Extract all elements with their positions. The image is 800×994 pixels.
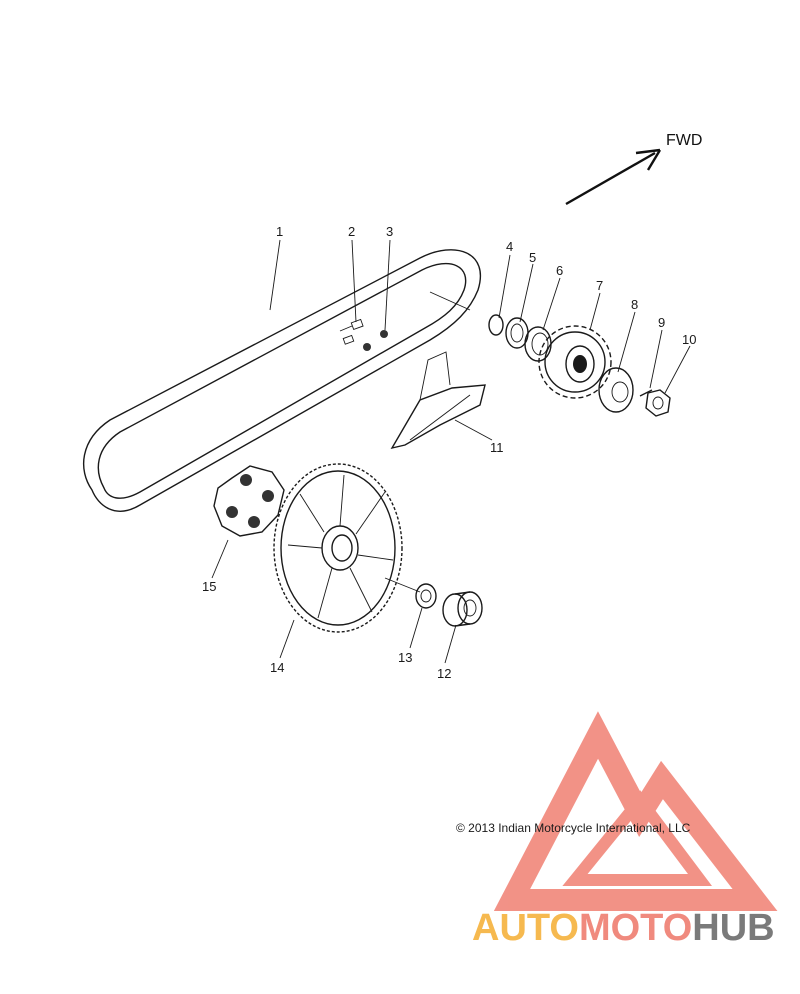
- lock-plate: [598, 367, 634, 413]
- drive-belt: [82, 249, 481, 512]
- screw: [639, 389, 653, 397]
- callout-8: 8: [631, 297, 638, 312]
- callout-9: 9: [658, 315, 665, 330]
- callout-7: 7: [596, 278, 603, 293]
- callout-1: 1: [276, 224, 283, 239]
- watermark-auto: AUTO: [472, 907, 579, 949]
- callout-5: 5: [529, 250, 536, 265]
- callout-10: 10: [682, 332, 696, 347]
- watermark-text: AUTOMOTOHUB: [472, 907, 775, 949]
- rear-pulley: [273, 463, 403, 633]
- watermark-moto: MOTO: [579, 907, 692, 949]
- leader-lines: [211, 239, 691, 664]
- callout-11: 11: [490, 440, 504, 455]
- callout-13: 13: [398, 650, 412, 665]
- belt-guard: [390, 351, 486, 450]
- callout-labels: 1 2 3 4 5 6 7 8 9 10 11 12 13 14 15: [202, 224, 696, 681]
- callout-6: 6: [556, 263, 563, 278]
- fwd-label: FWD: [666, 132, 702, 149]
- bolts: [339, 318, 364, 345]
- front-sprocket: [538, 325, 612, 399]
- callout-3: 3: [386, 224, 393, 239]
- forward-arrow-icon: [565, 148, 662, 206]
- callout-12: 12: [437, 666, 451, 681]
- callout-15: 15: [202, 579, 216, 594]
- hex-nut: [645, 389, 671, 417]
- callout-2: 2: [348, 224, 355, 239]
- watermark-hub: HUB: [692, 907, 774, 949]
- callout-4: 4: [506, 239, 513, 254]
- bearing: [442, 591, 483, 627]
- copyright-text: © 2013 Indian Motorcycle International, …: [456, 821, 691, 835]
- callout-14: 14: [270, 660, 284, 675]
- watermark-logo: [493, 711, 778, 911]
- nuts: [363, 330, 388, 351]
- pulley-spacer: [415, 583, 437, 609]
- spacer: [524, 326, 552, 362]
- snap-ring: [488, 314, 504, 336]
- cush-drive-damper: [213, 465, 285, 537]
